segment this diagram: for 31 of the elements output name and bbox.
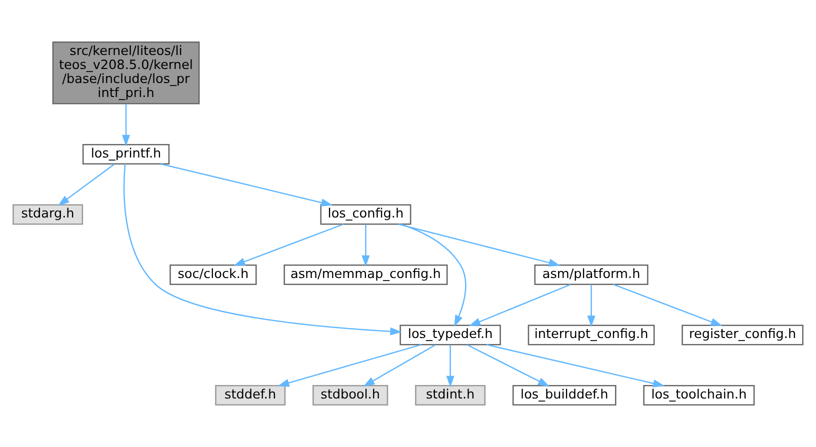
node-box: stddef.h <box>215 385 286 406</box>
arrow <box>362 224 370 267</box>
arrow <box>398 224 560 267</box>
arrow <box>613 284 722 326</box>
node-box: stdarg.h <box>12 204 84 225</box>
node-box: los_typedef.h <box>400 324 501 346</box>
node-box: src/kernel/liteos/liteos_v208.5.0/kernel/base/include/los_printf_pri.h <box>52 41 200 104</box>
arrow <box>234 224 344 266</box>
arrow <box>468 284 571 326</box>
arrow <box>486 344 665 388</box>
arrow <box>587 284 596 328</box>
arrow <box>122 104 130 146</box>
arrow <box>278 344 422 387</box>
arrow <box>363 344 436 387</box>
arrow <box>400 224 466 327</box>
node-box: stdbool.h <box>312 385 388 406</box>
arrow <box>123 164 402 336</box>
node-box: register_config.h <box>682 324 804 346</box>
node-box: los_config.h <box>320 204 412 225</box>
node-box: interrupt_config.h <box>528 324 655 346</box>
node-box: asm/platform.h <box>534 264 648 286</box>
arrow <box>58 164 115 206</box>
node-box: soc/clock.h <box>170 264 257 286</box>
arrow <box>466 344 550 386</box>
node-box: los_printf.h <box>82 144 170 165</box>
arrow <box>160 163 333 207</box>
node-box: stdint.h <box>415 385 486 406</box>
node-box: los_builddef.h <box>512 385 616 406</box>
node-box: los_toolchain.h <box>643 385 755 406</box>
node-box: asm/memmap_config.h <box>284 264 448 286</box>
arrow <box>446 344 454 388</box>
